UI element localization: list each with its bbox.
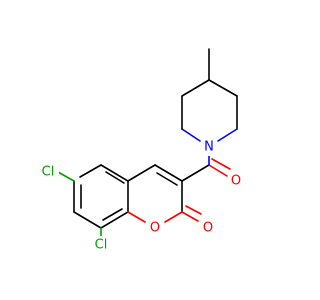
bond [181,211,199,222]
bond [208,164,228,177]
bond [181,164,210,182]
chlorine-atom-bottom: Cl [88,236,114,254]
bond [73,211,102,229]
bond [181,79,210,97]
nitrogen-atom: N [202,138,216,156]
bond [102,208,123,221]
bond [185,205,202,215]
bond [156,172,178,186]
bond [57,171,75,182]
bond [154,164,183,182]
lactone-oxygen-atom: O [201,219,215,237]
atom-label-cl-bottom: Cl [95,238,108,253]
ring-oxygen-atom: O [148,219,162,237]
atom-labels: Cl Cl O O O N [35,138,243,254]
atom-label-n: N [204,140,214,155]
bond [164,211,183,223]
bond [181,128,201,142]
amide-oxygen-atom: O [229,172,243,190]
bond [100,211,129,229]
bond [127,211,146,223]
atom-label-o-ring: O [150,221,160,236]
chlorine-atom-top: Cl [35,163,59,181]
bond [211,158,231,170]
bond [79,164,102,178]
bond [217,128,238,142]
bond [100,164,129,182]
molecule-structure-diagram: Cl Cl O O O N [35,48,243,254]
bond [127,164,156,182]
atom-label-cl-top: Cl [42,165,55,180]
atom-label-o-amide: O [231,174,241,189]
atom-label-o-lactone: O [203,221,213,236]
bond [208,79,238,97]
bond [105,171,125,184]
